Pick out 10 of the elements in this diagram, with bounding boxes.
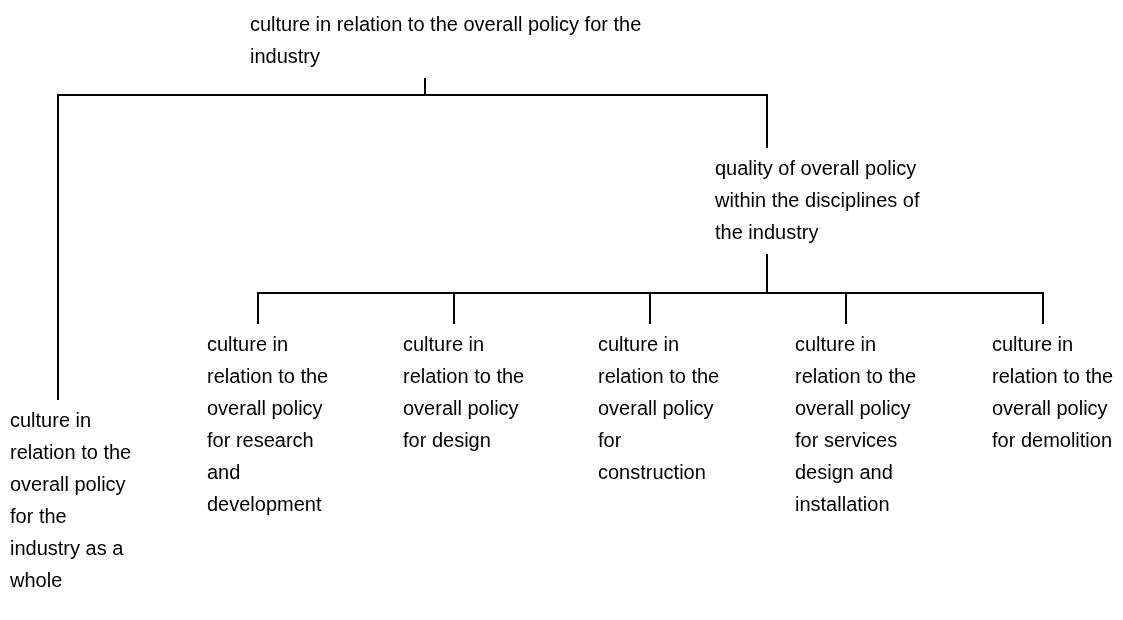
node-label: quality of overall policy within the disciplines of the industry: [715, 156, 921, 245]
node-label: culture in relation to the overall policy for the industry as a whole: [10, 408, 133, 593]
connector-line: [766, 253, 1044, 325]
node-label: culture in relation to the overall policy for construction: [598, 332, 721, 485]
node-label: culture in relation to the overall policy for services design and installation: [795, 332, 918, 517]
node-label: culture in relation to the overall policy for demolition: [992, 332, 1115, 453]
node-label: culture in relation to the overall policy for design: [403, 332, 526, 453]
node-label: culture in relation to the overall policy for the industry: [250, 12, 643, 69]
connector-line: [424, 77, 768, 149]
node-label: culture in relation to the overall policy for research and development: [207, 332, 330, 517]
